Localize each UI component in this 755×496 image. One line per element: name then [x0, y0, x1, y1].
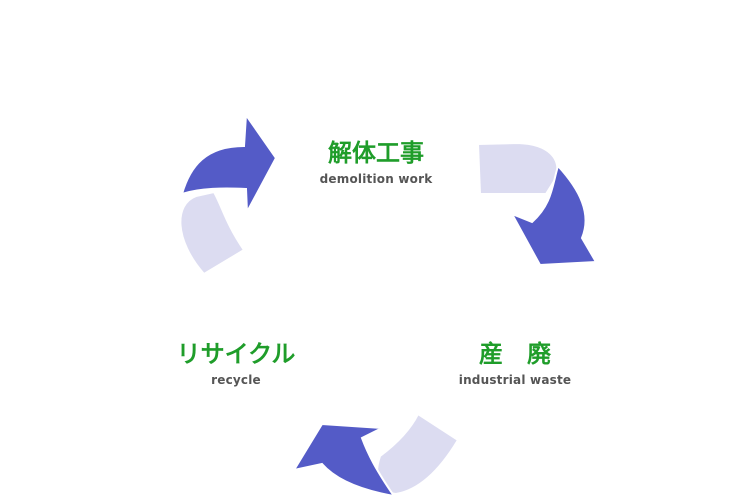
node-recycle: リサイクル recycle: [177, 340, 296, 388]
node-industrial-waste: 産 廃 industrial waste: [459, 340, 572, 388]
cycle-arrow-icon-top-right: [476, 141, 598, 267]
arrow-tail-light: [179, 190, 246, 276]
arrow-head-dark: [291, 422, 396, 496]
node-demolition-work: 解体工事 demolition work: [320, 139, 433, 187]
node-subtitle: industrial waste: [458, 373, 572, 387]
cycle-arrow-icon-top-left: [179, 112, 278, 276]
node-title: 産 廃: [479, 340, 551, 368]
node-subtitle: recycle: [211, 373, 261, 387]
arrow-tail-light: [476, 141, 559, 195]
node-title: 解体工事: [328, 139, 424, 167]
arrow-head-dark: [509, 164, 598, 267]
cycle-arrow-icon-bottom: [291, 412, 460, 496]
node-subtitle: demolition work: [319, 172, 433, 186]
arrow-tail-light: [376, 412, 460, 496]
node-title: リサイクル: [176, 340, 296, 368]
arrow-head-dark: [180, 112, 278, 216]
